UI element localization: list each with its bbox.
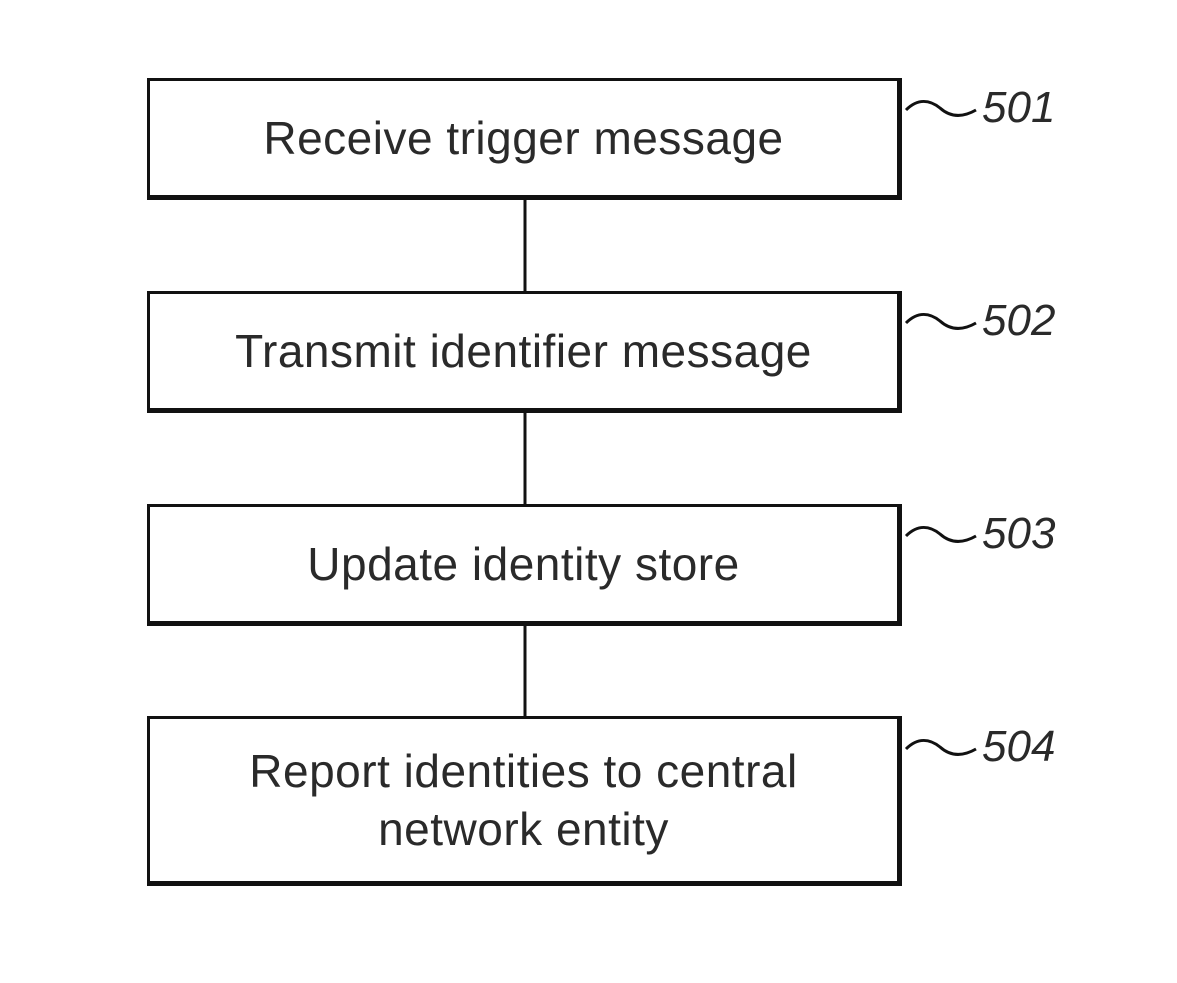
- leader-503: [906, 528, 976, 542]
- step-text-502: Transmit identifier message: [235, 322, 812, 380]
- leader-501: [906, 102, 976, 116]
- ref-label-502: 502: [982, 299, 1055, 343]
- ref-label-501: 501: [982, 86, 1055, 130]
- ref-label-504: 504: [982, 725, 1055, 769]
- step-text-501: Receive trigger message: [263, 109, 783, 167]
- leader-504: [906, 741, 976, 755]
- ref-label-503: 503: [982, 512, 1055, 556]
- leader-502: [906, 315, 976, 329]
- step-box-501: Receive trigger message: [147, 78, 902, 200]
- step-box-503: Update identity store: [147, 504, 902, 626]
- step-box-502: Transmit identifier message: [147, 291, 902, 413]
- step-text-503: Update identity store: [307, 535, 739, 593]
- step-text-504: Report identities to central network ent…: [249, 742, 797, 858]
- step-box-504: Report identities to central network ent…: [147, 716, 902, 886]
